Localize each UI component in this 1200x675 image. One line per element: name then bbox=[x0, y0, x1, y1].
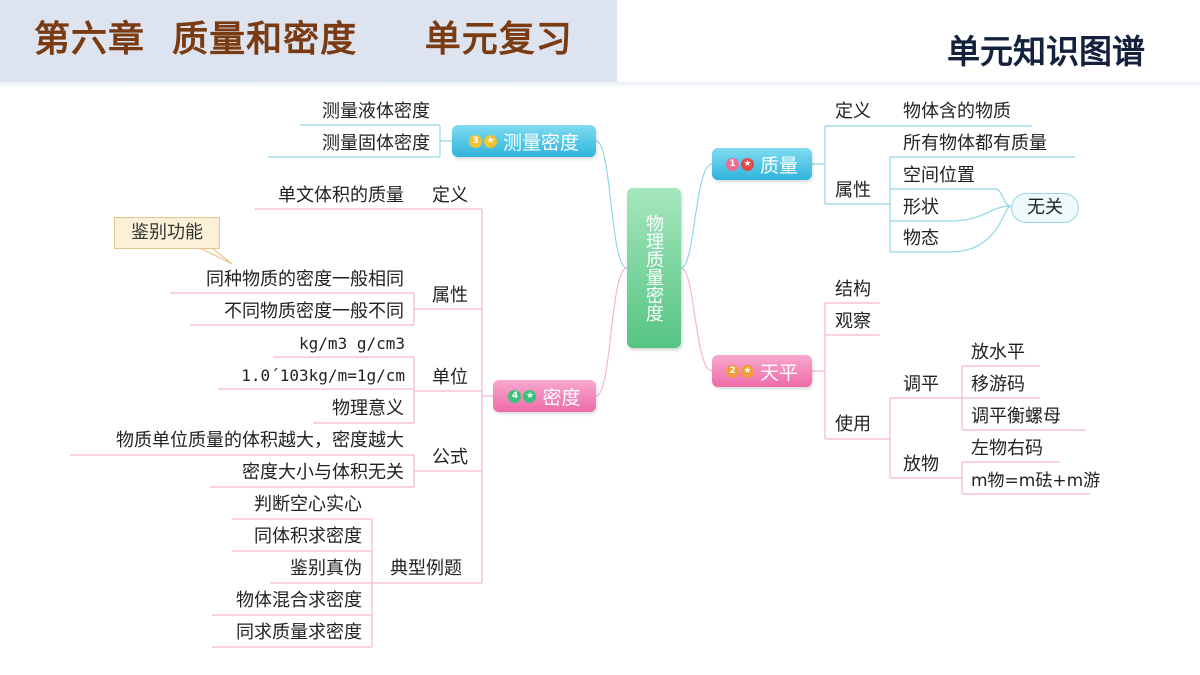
adjust-step: 移游码 bbox=[971, 374, 1025, 395]
density-units: kg/m3 g/cm3 bbox=[299, 334, 405, 353]
density-formula-item: 物质单位质量的体积越大，密度越大 bbox=[116, 430, 404, 451]
mass-property-item: 空间位置 bbox=[903, 165, 975, 186]
measure-item: 测量固体密度 bbox=[322, 133, 430, 154]
density-property-item: 不同物质密度一般不同 bbox=[224, 301, 404, 322]
branch-balance-label: 天平 bbox=[759, 361, 798, 384]
balance-structure: 结构 bbox=[835, 279, 871, 300]
callout-pointer bbox=[199, 247, 233, 265]
example-item: 鉴别真伪 bbox=[290, 558, 362, 579]
branch-measure-density[interactable]: 3 ★ 测量密度 bbox=[452, 125, 596, 157]
page-heading: 单元知识图谱 bbox=[947, 32, 1145, 71]
callout-identify-function: 鉴别功能 bbox=[114, 217, 220, 249]
branch-mass[interactable]: 1 ★ 质量 bbox=[712, 148, 812, 180]
connector-measure bbox=[268, 124, 452, 158]
center-node[interactable]: 物理质量密度 bbox=[627, 188, 681, 348]
chapter-title: 第六章 质量和密度 单元复习 bbox=[34, 19, 573, 60]
mass-property-item: 形状 bbox=[903, 197, 939, 218]
density-examples-label: 典型例题 bbox=[390, 558, 462, 579]
density-meaning: 物理意义 bbox=[332, 398, 404, 419]
mass-definition-label: 定义 bbox=[835, 101, 871, 122]
connector-mass-trunk bbox=[812, 126, 826, 204]
branch-balance[interactable]: 2 ★ 天平 bbox=[712, 355, 812, 387]
density-definition-label: 定义 bbox=[432, 185, 468, 206]
connector-balance-trunk bbox=[812, 302, 890, 440]
density-formula-label: 公式 bbox=[432, 447, 468, 468]
balance-use-label: 使用 bbox=[835, 414, 871, 435]
connector-center-balance bbox=[680, 267, 713, 372]
adjust-step: 放水平 bbox=[971, 342, 1025, 363]
place-step: 左物右码 bbox=[971, 438, 1043, 459]
adjust-step: 调平衡螺母 bbox=[971, 406, 1061, 427]
badge-number: 4 bbox=[508, 389, 522, 403]
connector-center-mass bbox=[680, 163, 713, 269]
density-definition-value: 单文体积的质量 bbox=[278, 185, 404, 206]
measure-item: 测量液体密度 bbox=[322, 101, 430, 122]
unrelated-bubble: 无关 bbox=[1011, 193, 1079, 223]
density-unit-label: 单位 bbox=[432, 367, 468, 388]
balance-observe: 观察 bbox=[835, 311, 871, 332]
balance-adjust-label: 调平 bbox=[903, 374, 939, 395]
place-step: m物=m砝+m游 bbox=[971, 471, 1101, 491]
connector-density-items bbox=[70, 208, 482, 648]
mass-property-item: 物态 bbox=[903, 228, 939, 249]
header-band bbox=[0, 0, 617, 82]
badge-number: 3 bbox=[468, 134, 482, 148]
badge-number: 1 bbox=[725, 157, 739, 171]
branch-density-label: 密度 bbox=[542, 386, 581, 409]
branch-density[interactable]: 4 ★ 密度 bbox=[493, 380, 596, 412]
branch-mass-label: 质量 bbox=[759, 154, 798, 177]
mass-property-label: 属性 bbox=[835, 180, 871, 201]
example-item: 判断空心实心 bbox=[254, 494, 362, 515]
star-icon: ★ bbox=[483, 134, 497, 148]
badge-number: 2 bbox=[725, 364, 739, 378]
star-icon: ★ bbox=[740, 364, 754, 378]
connector-center-measure bbox=[595, 140, 628, 269]
example-item: 物体混合求密度 bbox=[236, 590, 362, 611]
center-label: 物理质量密度 bbox=[643, 214, 664, 322]
mass-definition-value: 物体含的物质 bbox=[903, 101, 1011, 122]
star-icon: ★ bbox=[740, 157, 754, 171]
header-divider bbox=[0, 82, 1200, 88]
density-property-item: 同种物质的密度一般相同 bbox=[206, 269, 404, 290]
balance-place-label: 放物 bbox=[903, 454, 939, 475]
connector-unrelated-brace bbox=[949, 188, 1012, 253]
example-item: 同体积求密度 bbox=[254, 526, 362, 547]
connector-mass-underlines bbox=[825, 125, 1075, 253]
connector-use bbox=[889, 365, 1090, 495]
connector-center-density bbox=[595, 267, 628, 397]
star-icon: ★ bbox=[523, 389, 537, 403]
branch-measure-label: 测量密度 bbox=[502, 131, 579, 154]
density-property-label: 属性 bbox=[432, 285, 468, 306]
example-item: 同求质量求密度 bbox=[236, 622, 362, 643]
density-conversion: 1.0´103kg/m=1g/cm bbox=[241, 366, 405, 385]
density-formula-item: 密度大小与体积无关 bbox=[242, 462, 404, 483]
mass-property-all: 所有物体都有质量 bbox=[903, 133, 1047, 154]
connector-density-trunk bbox=[481, 209, 493, 583]
